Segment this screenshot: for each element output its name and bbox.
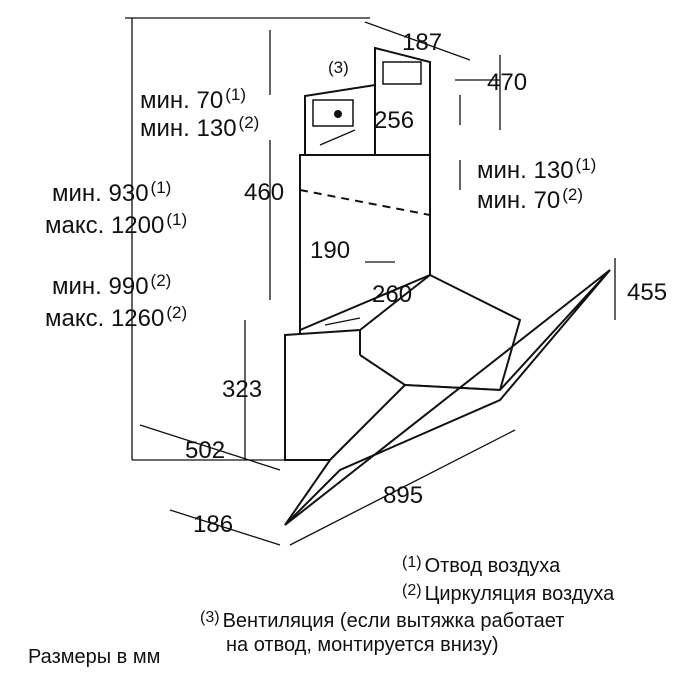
dim-256: 256 [374, 107, 415, 134]
dim-187: 187 [402, 29, 443, 56]
total-min-1: мин. 930(1) [52, 178, 172, 207]
total-min-2: мин. 990(2) [52, 271, 172, 300]
vent-label: (3) [328, 58, 349, 77]
dim-186: 186 [193, 511, 234, 538]
dim-502: 502 [185, 437, 226, 464]
vent-slots [382, 61, 422, 85]
dim-460: 460 [244, 179, 285, 206]
gap-top-min-2: мин. 130(2) [140, 113, 260, 142]
legend-item-3-cont: на отвод, монтируется внизу) [226, 634, 499, 656]
dim-190: 190 [310, 237, 351, 264]
gap-top-min-1: мин. 70(1) [140, 85, 246, 114]
legend-item-2: (2)Циркуляция воздуха [402, 582, 615, 605]
gap-right-min-1: мин. 130(1) [477, 155, 597, 184]
dim-455: 455 [627, 279, 668, 306]
dim-895: 895 [383, 482, 424, 509]
gap-right-min-2: мин. 70(2) [477, 185, 583, 214]
dim-260: 260 [372, 281, 413, 308]
dim-470: 470 [487, 69, 528, 96]
dim-323: 323 [222, 376, 263, 403]
legend-item-1: (1)Отвод воздуха [402, 554, 561, 577]
legend-item-3: (3)Вентиляция (если вытяжка работает [200, 609, 565, 632]
total-max-1: макс. 1200(1) [45, 210, 188, 239]
total-max-2: макс. 1260(2) [45, 303, 188, 332]
units-note: Размеры в мм [28, 646, 161, 668]
upper-chimney-wing [304, 83, 376, 156]
vent-dot [334, 110, 342, 118]
